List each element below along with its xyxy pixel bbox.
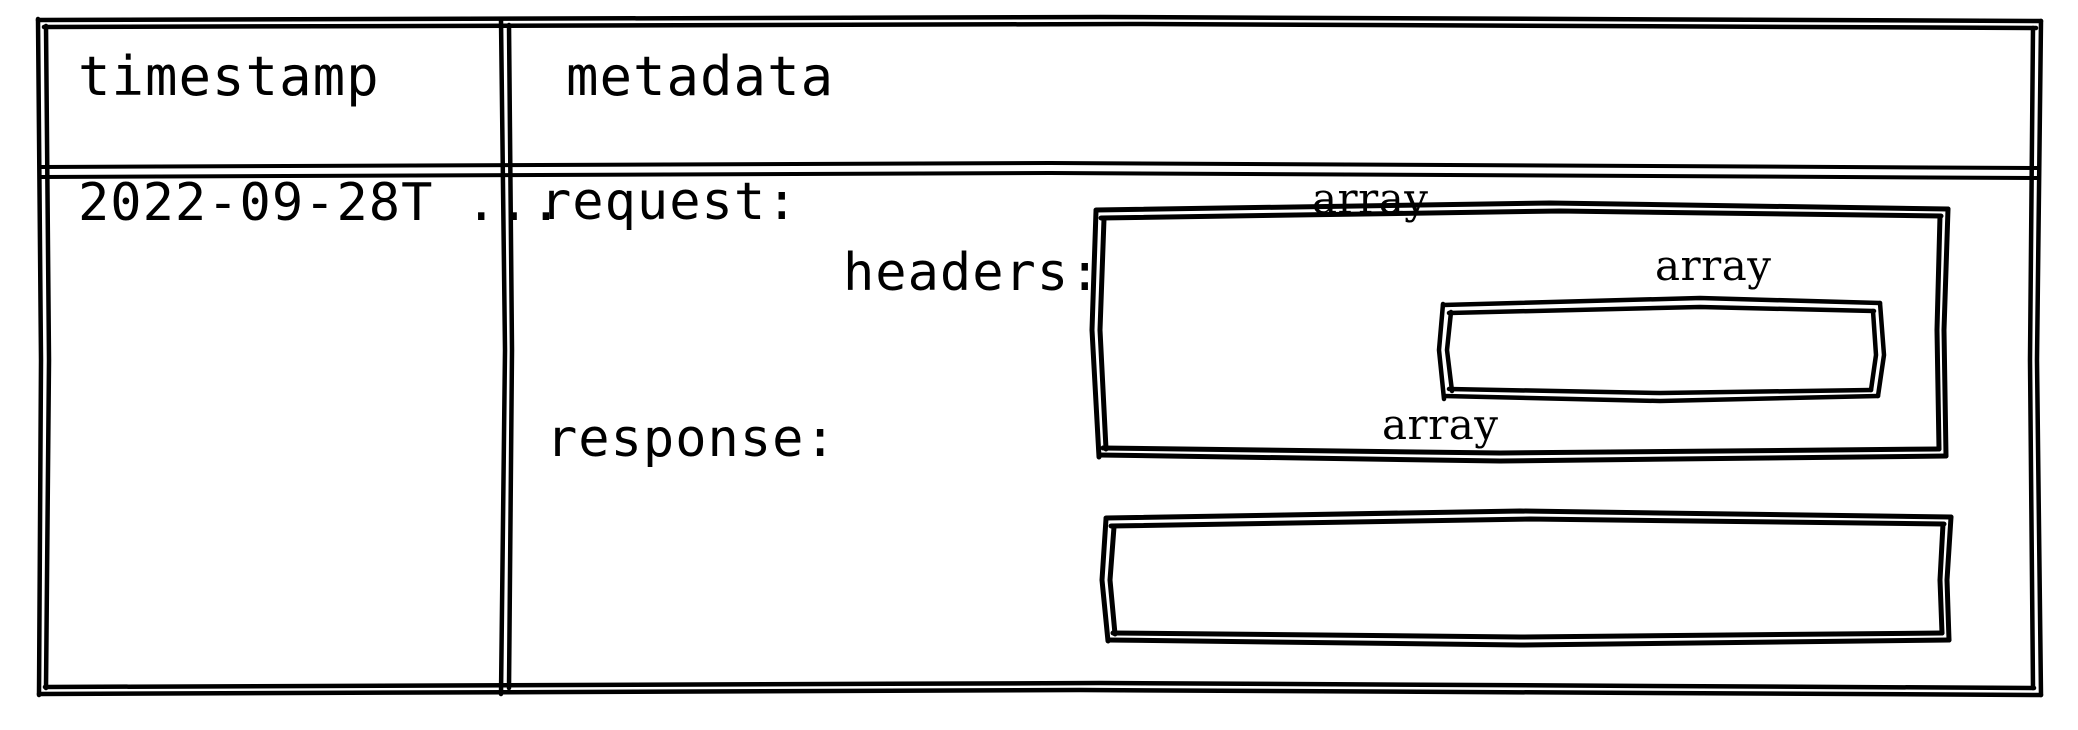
- type-label-request-array: array: [1312, 174, 1429, 223]
- column-header-metadata: metadata: [566, 45, 835, 108]
- column-header-timestamp: timestamp: [78, 45, 380, 108]
- field-label-headers: headers:: [843, 243, 1102, 303]
- headers-value-box: [1436, 295, 1887, 404]
- type-label-response-array: array: [1382, 400, 1499, 449]
- cell-timestamp-value: 2022-09-28T ...: [78, 173, 563, 233]
- type-label-headers-array: array: [1655, 241, 1772, 290]
- field-label-response: response:: [546, 409, 837, 469]
- request-value-box: [1089, 200, 1951, 464]
- column-divider: [498, 17, 515, 697]
- table-outer-border: [35, 14, 2044, 698]
- response-value-box: [1099, 508, 1954, 648]
- field-label-request: request:: [540, 172, 799, 232]
